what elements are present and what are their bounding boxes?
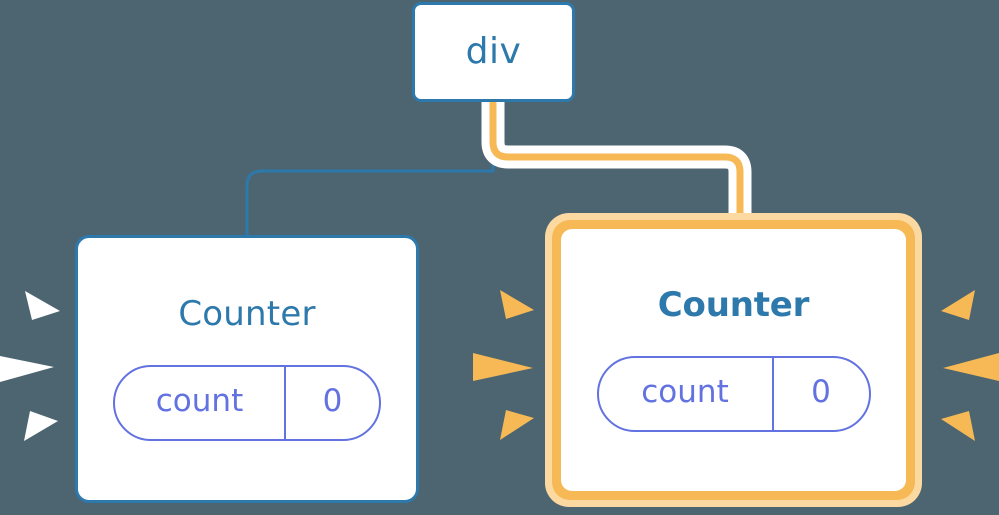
sparkle-ray-lower-inner [500, 410, 534, 440]
node-counter-right-highlight-glow: Counter count 0 [545, 213, 922, 507]
node-counter-right-highlight-ring: Counter count 0 [552, 220, 915, 500]
node-div[interactable]: div [412, 2, 575, 102]
node-counter-right-title: Counter [657, 285, 810, 325]
sparkles-right-counter-left-side [473, 290, 534, 440]
state-pill-right-value: 0 [771, 358, 869, 430]
sparkle-ray-middle-inner [473, 353, 533, 381]
sparkle-ray-middle-left [0, 356, 54, 382]
node-counter-left[interactable]: Counter count 0 [75, 235, 419, 503]
sparkle-ray-upper-right [941, 290, 975, 320]
connector-div-to-right-counter [489, 102, 744, 240]
node-counter-left-title: Counter [178, 294, 316, 334]
connector-div-to-left-counter [245, 102, 495, 236]
sparkles-left-counter [0, 291, 60, 441]
state-pill-left-key: count [155, 383, 244, 419]
state-pill-right-key: count [641, 374, 729, 410]
node-counter-right[interactable]: Counter count 0 [561, 229, 906, 491]
state-pill-left-value: 0 [284, 367, 379, 439]
sparkle-ray-lower-left [24, 411, 58, 441]
sparkle-ray-lower-right [941, 411, 975, 441]
sparkle-ray-upper-left [25, 291, 60, 320]
state-pill-right[interactable]: count 0 [596, 356, 871, 432]
state-pill-left[interactable]: count 0 [113, 365, 381, 441]
sparkles-right-counter-right-side [941, 290, 999, 441]
sparkle-ray-middle-right [943, 353, 999, 381]
node-div-label: div [465, 31, 522, 72]
sparkle-ray-upper-inner [500, 290, 534, 319]
